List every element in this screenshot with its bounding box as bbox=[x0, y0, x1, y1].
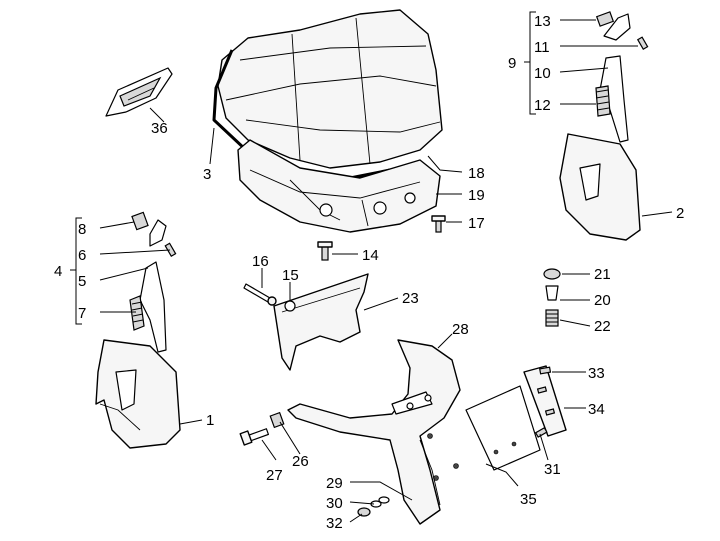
callout-19: 19 bbox=[468, 187, 485, 204]
part-35-plate bbox=[465, 385, 541, 471]
callout-18: 18 bbox=[468, 165, 485, 182]
callout-26: 26 bbox=[292, 453, 309, 470]
callout-7: 7 bbox=[78, 305, 86, 322]
part-14-screw bbox=[317, 241, 333, 261]
part-33-screw bbox=[539, 366, 552, 375]
part-30-washer bbox=[370, 496, 390, 508]
callout-31: 31 bbox=[544, 461, 561, 478]
part-34-bracket bbox=[523, 365, 567, 437]
callout-6: 6 bbox=[78, 247, 86, 264]
callout-27: 27 bbox=[266, 467, 283, 484]
callout-3: 3 bbox=[203, 166, 211, 183]
callout-20: 20 bbox=[594, 292, 611, 309]
bracket-9 bbox=[524, 11, 536, 115]
callout-23: 23 bbox=[402, 290, 419, 307]
callout-13: 13 bbox=[534, 13, 551, 30]
part-32-nut bbox=[357, 507, 371, 517]
callout-1: 1 bbox=[206, 412, 214, 429]
part-16-bolt bbox=[243, 283, 277, 306]
callout-14: 14 bbox=[362, 247, 379, 264]
callout-17: 17 bbox=[468, 215, 485, 232]
leader-lines bbox=[99, 19, 673, 523]
callout-22: 22 bbox=[594, 318, 611, 335]
callout-labels: 36 3 18 19 17 14 8 6 4 5 7 1 13 11 9 10 … bbox=[54, 13, 684, 532]
part-2-right-panel bbox=[559, 133, 641, 241]
part-28-mudguard bbox=[287, 339, 461, 525]
callout-15: 15 bbox=[282, 267, 299, 284]
part-1-left-panel bbox=[95, 339, 181, 449]
callout-8: 8 bbox=[78, 221, 86, 238]
callout-34: 34 bbox=[588, 401, 605, 418]
part-9-hinge-right bbox=[595, 11, 649, 143]
callout-29: 29 bbox=[326, 475, 343, 492]
callout-30: 30 bbox=[326, 495, 343, 512]
callout-16: 16 bbox=[252, 253, 269, 270]
part-22-spring bbox=[545, 309, 559, 327]
part-19-seat-base bbox=[237, 139, 441, 233]
callout-12: 12 bbox=[534, 97, 551, 114]
callout-36: 36 bbox=[151, 120, 168, 137]
part-17-screw bbox=[431, 215, 446, 233]
callout-28: 28 bbox=[452, 321, 469, 338]
callout-33: 33 bbox=[588, 365, 605, 382]
part-26-nut bbox=[269, 411, 285, 429]
part-23-plate-holder bbox=[273, 273, 369, 371]
part-21-cap bbox=[543, 268, 561, 280]
callout-10: 10 bbox=[534, 65, 551, 82]
bracket-4 bbox=[70, 217, 82, 325]
part-20-pin bbox=[545, 285, 559, 301]
callout-11: 11 bbox=[534, 39, 550, 56]
callout-35: 35 bbox=[520, 491, 537, 508]
callout-5: 5 bbox=[78, 273, 86, 290]
callout-4: 4 bbox=[54, 263, 62, 280]
callout-21: 21 bbox=[594, 266, 611, 283]
callout-9: 9 bbox=[508, 55, 516, 72]
callout-2: 2 bbox=[676, 205, 684, 222]
callout-32: 32 bbox=[326, 515, 343, 532]
part-31-screw bbox=[534, 426, 548, 438]
part-27-bolt bbox=[239, 428, 270, 446]
part-15-washer bbox=[284, 300, 296, 312]
part-36-reflector bbox=[105, 67, 173, 117]
part-4-hinge-left bbox=[129, 211, 177, 353]
